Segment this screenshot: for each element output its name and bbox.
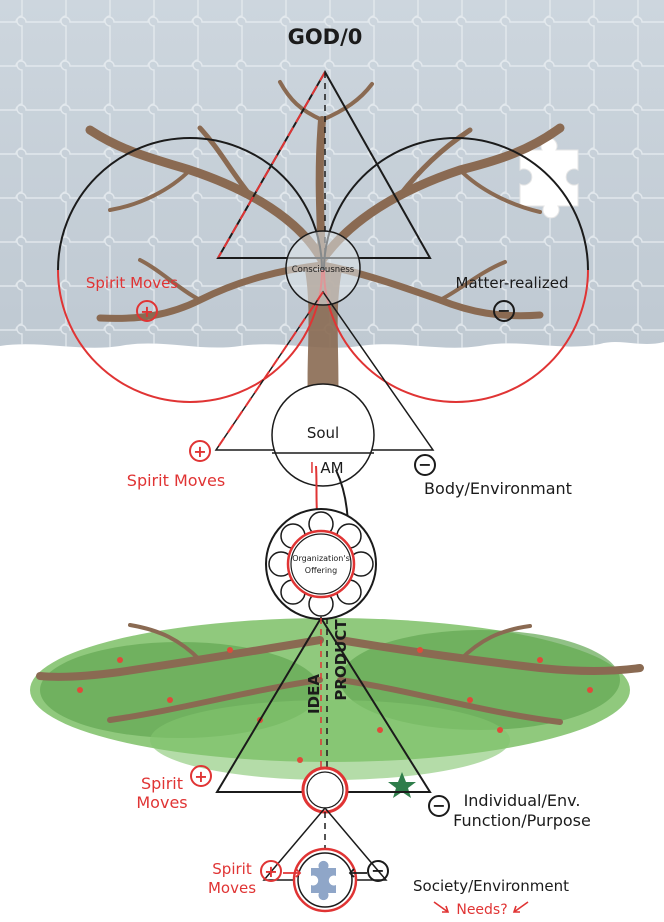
individual-label-line1: Individual/Env.	[464, 791, 581, 810]
minus-icon: −	[368, 861, 388, 881]
individual-label-line2: Function/Purpose	[453, 811, 591, 830]
product-label: PRODUCT	[332, 619, 350, 701]
org-offering-label-line1: Organization's	[292, 554, 350, 563]
body-environment-label: Body/Environmant	[424, 479, 572, 498]
svg-text:−: −	[432, 796, 445, 815]
idea-label: IDEA	[305, 674, 323, 714]
org-offering-label-line2: Offering	[305, 566, 337, 575]
plus-icon: +	[191, 766, 211, 786]
spirit-moves-soul-label: Spirit Moves	[127, 471, 225, 490]
plus-icon: +	[190, 441, 210, 461]
am-label: AM	[320, 459, 343, 477]
soul-label: Soul	[307, 424, 339, 442]
spirit-moves-bottom-label-line2: Moves	[208, 879, 256, 897]
i-letter-label: I	[310, 459, 314, 477]
spirit-moves-bottom-label-line1: Spirit	[212, 860, 252, 878]
offering-red-ring	[288, 531, 354, 597]
svg-text:+: +	[140, 302, 153, 321]
needs-label: Needs?	[456, 902, 507, 918]
matter-realized-label: Matter-realized	[456, 274, 569, 292]
society-environment-label: Society/Environment	[413, 877, 569, 895]
svg-text:+: +	[194, 767, 207, 786]
spirit-moves-top-label: Spirit Moves	[86, 274, 178, 292]
plus-icon: +	[261, 861, 281, 881]
consciousness-label: Consciousness	[292, 265, 355, 275]
bottom-foliage	[30, 618, 630, 780]
minus-icon: −	[415, 455, 435, 475]
spirit-moves-idea-label-line2: Moves	[136, 793, 187, 812]
svg-text:+: +	[193, 442, 206, 461]
spirit-moves-idea-label-line1: Spirit	[141, 774, 183, 793]
svg-text:−: −	[371, 861, 384, 880]
svg-text:+: +	[264, 862, 277, 881]
diagram-title: GOD/0	[288, 25, 363, 49]
idea-product-circle	[303, 768, 347, 812]
svg-text:−: −	[497, 301, 510, 320]
svg-text:−: −	[418, 455, 431, 474]
minus-icon: −	[429, 796, 449, 816]
